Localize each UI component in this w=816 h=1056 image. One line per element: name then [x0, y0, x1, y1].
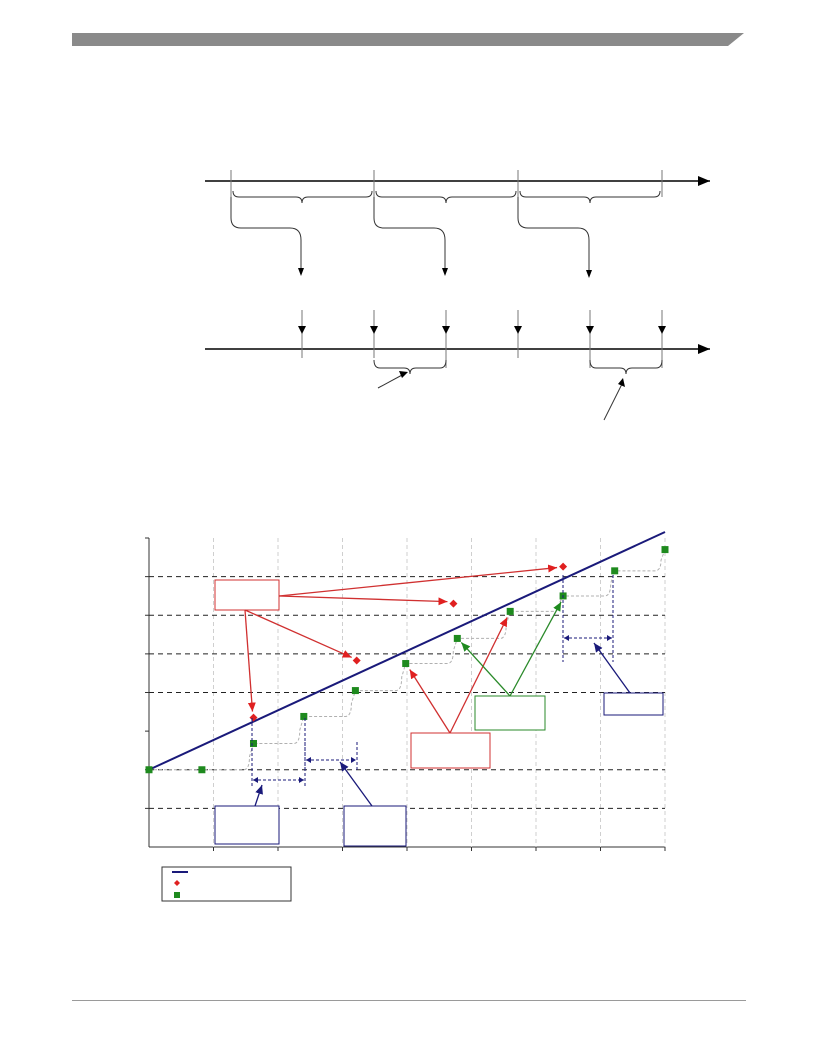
sampling-chart [145, 531, 669, 902]
top-braces [232, 190, 661, 204]
square-point [402, 660, 410, 668]
diamond-point [352, 656, 361, 665]
callout-arrow [244, 609, 352, 659]
square-point [453, 634, 461, 642]
square-point [506, 607, 514, 615]
header-bar [72, 33, 744, 46]
callout-box [474, 695, 546, 731]
footer-line [72, 1000, 746, 1001]
callout-box [410, 732, 491, 769]
callout-box [343, 805, 407, 847]
pointer-arrows [377, 371, 625, 421]
square-point [145, 766, 153, 774]
callout-arrow [449, 617, 508, 734]
series-line [148, 531, 666, 771]
callout-arrow [254, 784, 263, 807]
callout-arrow [460, 641, 511, 697]
timing-diagram [205, 170, 710, 421]
chart-plot-area [145, 531, 669, 902]
bottom-braces [373, 359, 663, 375]
callout-box [214, 579, 280, 611]
callout-arrow [593, 642, 631, 694]
callout-box [603, 692, 664, 716]
square-point [198, 766, 206, 774]
diamond-point [449, 599, 458, 608]
diamond-point [249, 713, 258, 722]
callout-arrow [339, 761, 373, 807]
callout-arrow [509, 601, 562, 697]
callout-arrow [244, 609, 256, 712]
header-bar-shape [72, 33, 744, 46]
square-point [611, 567, 619, 575]
transfer-arrows [230, 197, 592, 278]
square-point [300, 712, 308, 720]
bottom-timeline [205, 310, 710, 368]
square-point [351, 687, 359, 695]
legend-square-swatch [174, 892, 180, 898]
legend-diamond-swatch [174, 880, 180, 886]
callout-arrow [409, 669, 451, 734]
diamond-point [559, 562, 568, 571]
top-timeline [205, 170, 710, 197]
square-point [661, 546, 669, 554]
callout-arrow [278, 595, 448, 606]
callout-arrow [278, 564, 558, 597]
square-point [249, 739, 257, 747]
callout-box [214, 805, 280, 845]
